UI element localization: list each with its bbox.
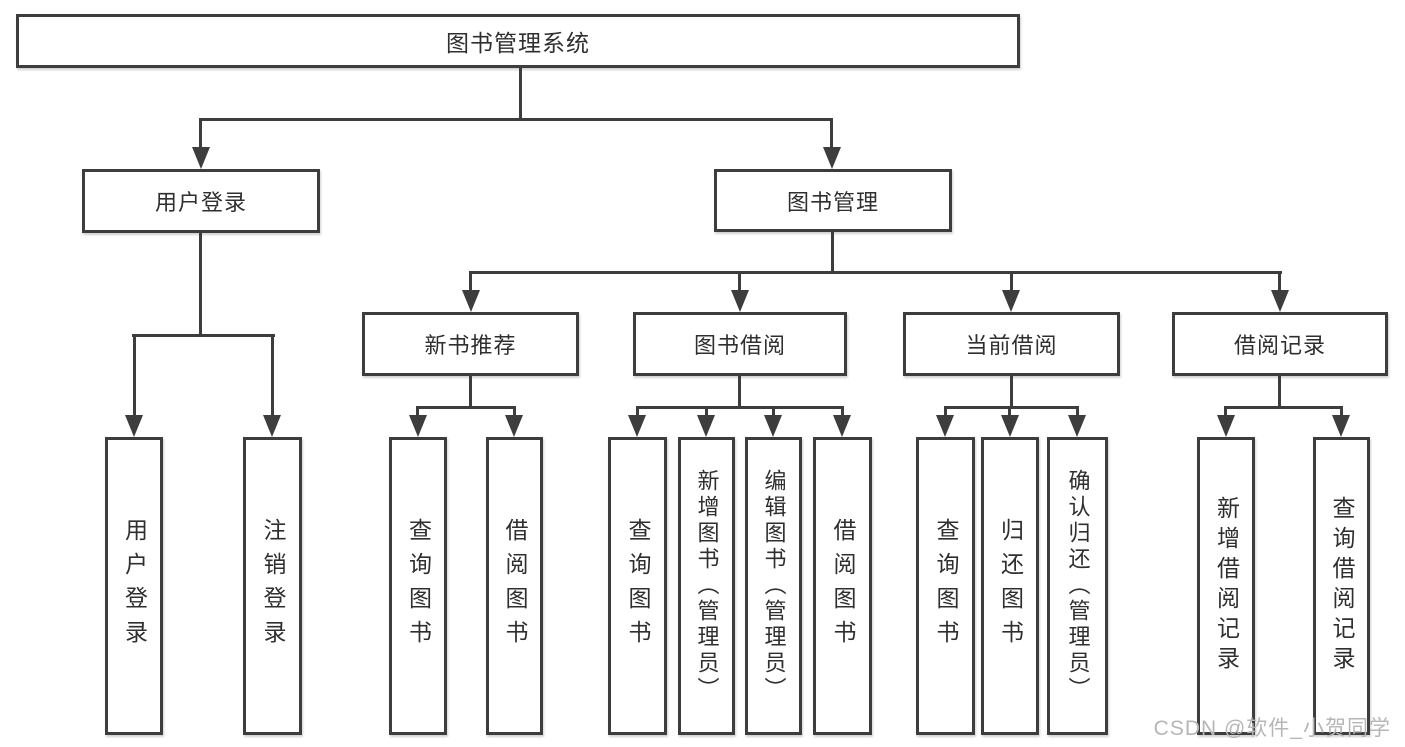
arrowhead-to-book-borrowing <box>731 290 749 312</box>
arrowhead <box>1332 415 1350 437</box>
leaf-label: 查询借阅记录 <box>1329 496 1355 676</box>
connector-drop <box>1278 271 1281 292</box>
node-label: 用户登录 <box>154 190 247 215</box>
connector-drop <box>469 271 472 292</box>
node-book-borrowing: 图书借阅 <box>633 312 847 376</box>
connector-rail <box>944 406 1079 409</box>
leaf-label: 借阅图书 <box>502 518 528 654</box>
arrowhead-to-new-book-recommend <box>462 290 480 312</box>
leaf-label: 查询图书 <box>405 518 432 654</box>
leaf-label: 查询图书 <box>625 518 651 654</box>
arrowhead-to-logout-leaf <box>263 415 281 437</box>
connector-drop <box>944 406 947 417</box>
leaf-logout: 注销登录 <box>243 437 302 735</box>
connector-user-login-rail <box>132 334 275 337</box>
connector-drop <box>133 334 136 417</box>
arrowhead-to-login-leaf <box>125 415 143 437</box>
connector-rail <box>1224 406 1343 409</box>
connector-drop <box>271 334 274 417</box>
connector-drop <box>1340 406 1343 417</box>
leaf-query-books-current: 查询图书 <box>916 437 975 735</box>
connector-drop <box>841 406 844 417</box>
node-label: 借阅记录 <box>1233 333 1326 358</box>
connector-drop <box>1010 271 1013 292</box>
node-borrowing-records: 借阅记录 <box>1172 312 1388 376</box>
connector-drop <box>705 406 708 417</box>
arrowhead <box>936 415 954 437</box>
leaf-borrow-books-recommend: 借阅图书 <box>486 437 543 735</box>
arrowhead <box>1001 415 1019 437</box>
connector-drop <box>1008 406 1011 417</box>
arrowhead <box>1217 415 1235 437</box>
connector-stem <box>1010 376 1013 409</box>
arrowhead-to-current-borrowing <box>1002 290 1020 312</box>
connector-book-management-drop <box>830 118 833 149</box>
leaf-label: 确认归还（管理员） <box>1065 469 1091 703</box>
node-label: 图书借阅 <box>693 333 786 358</box>
leaf-confirm-return-admin: 确认归还（管理员） <box>1047 437 1108 735</box>
connector-user-login-drop <box>199 118 202 149</box>
csdn-watermark: CSDN @软件_小贺同学 <box>1153 717 1391 740</box>
leaf-label: 用户登录 <box>121 518 148 654</box>
node-current-borrowing: 当前借阅 <box>903 312 1120 376</box>
leaf-user-login: 用户登录 <box>105 437 163 735</box>
connector-drop <box>1224 406 1227 417</box>
connector-drop <box>772 406 775 417</box>
arrowhead-to-borrowing-records <box>1271 290 1289 312</box>
connector-drop <box>1076 406 1079 417</box>
leaf-label: 归还图书 <box>997 518 1024 654</box>
arrowhead <box>628 415 646 437</box>
arrowhead-to-book-management <box>823 147 841 169</box>
leaf-label: 借阅图书 <box>830 518 856 654</box>
arrowhead-to-user-login <box>192 147 210 169</box>
connector-book-management-stem <box>831 232 834 273</box>
connector-user-login-stem <box>199 233 202 336</box>
leaf-add-borrow-record: 新增借阅记录 <box>1197 437 1255 735</box>
arrowhead <box>764 415 782 437</box>
node-label: 当前借阅 <box>965 333 1058 358</box>
leaf-query-books-recommend: 查询图书 <box>389 437 447 735</box>
leaf-query-borrow-record: 查询借阅记录 <box>1313 437 1370 735</box>
connector-stem <box>1278 376 1281 409</box>
connector-stem <box>469 376 472 409</box>
arrowhead <box>409 415 427 437</box>
connector-level2-rail <box>469 271 1282 274</box>
node-user-login: 用户登录 <box>82 169 320 233</box>
leaf-label: 新增借阅记录 <box>1213 496 1240 676</box>
connector-level1-rail <box>199 118 833 121</box>
node-label: 新书推荐 <box>424 333 517 358</box>
arrowhead <box>505 415 523 437</box>
node-library-management-system: 图书管理系统 <box>16 14 1020 68</box>
arrowhead <box>833 415 851 437</box>
leaf-return-books: 归还图书 <box>981 437 1039 735</box>
leaf-add-books-admin: 新增图书（管理员） <box>678 437 735 735</box>
arrowhead <box>697 415 715 437</box>
connector-drop <box>636 406 639 417</box>
connector-stem <box>738 376 741 409</box>
node-label: 图书管理 <box>786 189 879 215</box>
leaf-label: 编辑图书（管理员） <box>761 469 787 703</box>
node-label: 图书管理系统 <box>446 30 590 56</box>
arrowhead <box>1068 415 1086 437</box>
connector-drop <box>416 406 419 417</box>
leaf-borrow-books: 借阅图书 <box>813 437 872 735</box>
connector-drop <box>738 271 741 292</box>
node-book-management: 图书管理 <box>714 169 952 232</box>
leaf-label: 注销登录 <box>260 518 286 654</box>
leaf-edit-books-admin: 编辑图书（管理员） <box>745 437 802 735</box>
connector-drop <box>513 406 516 417</box>
node-new-book-recommend: 新书推荐 <box>362 312 579 376</box>
leaf-label: 新增图书（管理员） <box>694 469 720 703</box>
leaf-query-books-borrowing: 查询图书 <box>608 437 667 735</box>
connector-rail <box>417 406 516 409</box>
connector-rail <box>636 406 844 409</box>
connector-root-stem <box>519 68 522 120</box>
leaf-label: 查询图书 <box>933 518 959 654</box>
